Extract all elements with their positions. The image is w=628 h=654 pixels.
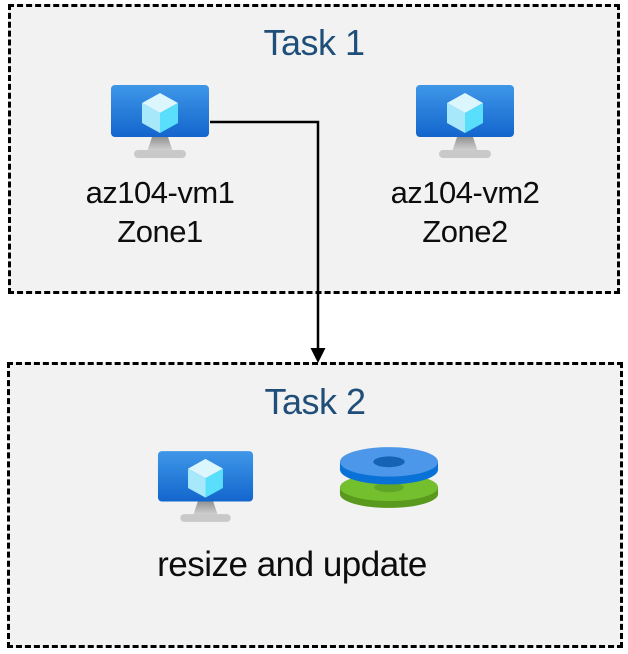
task2-caption: resize and update xyxy=(157,545,427,584)
task2-box: Task 2 xyxy=(7,362,623,648)
arrowhead-icon xyxy=(310,348,326,363)
task1-box: Task 1 az104-vm1 xyxy=(8,4,620,294)
vm-labels: az104-vm2 Zone2 xyxy=(391,173,540,251)
azure-vm-icon xyxy=(416,85,514,158)
vm-name-label: az104-vm1 xyxy=(85,175,235,210)
azure-vm-icon xyxy=(157,451,254,522)
vm-labels: az104-vm1 Zone1 xyxy=(86,173,235,251)
azure-disks-icon xyxy=(339,447,439,508)
vm-zone-label: Zone1 xyxy=(117,214,203,249)
task2-title: Task 2 xyxy=(264,381,366,422)
vm-name-label: az104-vm2 xyxy=(390,175,540,210)
vm-zone-label: Zone2 xyxy=(422,214,508,249)
task1-title: Task 1 xyxy=(263,22,365,63)
vm-node-az104-vm1: az104-vm1 Zone1 xyxy=(50,85,270,251)
vm-node-az104-vm2: az104-vm2 Zone2 xyxy=(355,85,575,251)
azure-vm-icon xyxy=(111,85,209,158)
